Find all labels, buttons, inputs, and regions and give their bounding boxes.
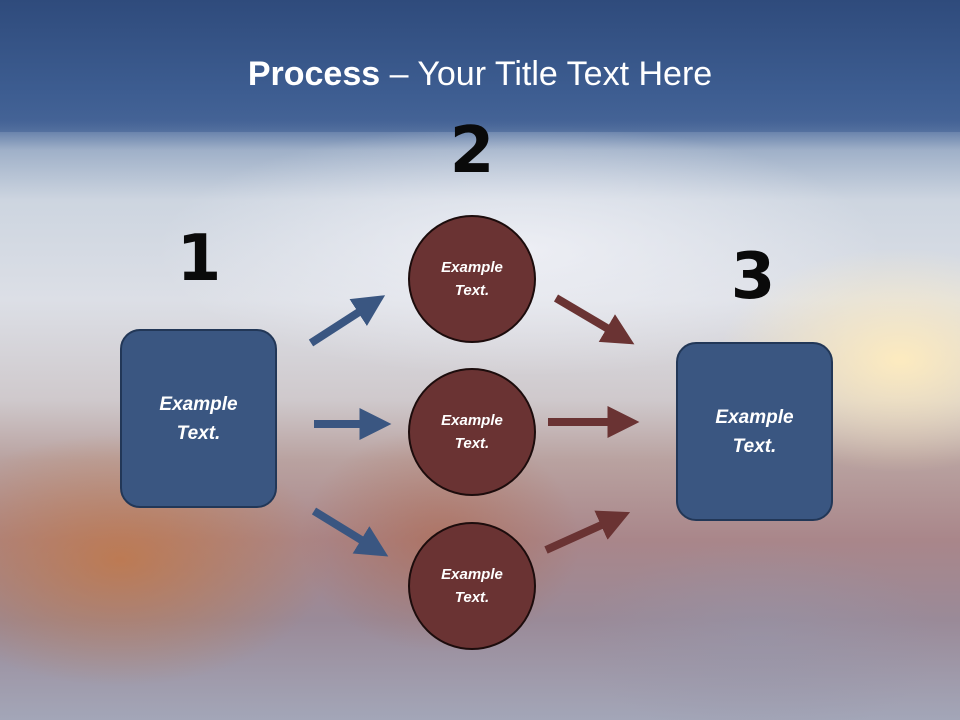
left-box: Example Text.	[120, 329, 277, 508]
title-bold: Process	[247, 55, 381, 93]
step-number-2: 2	[449, 114, 495, 188]
arrow-circle-bottom-to-box3	[544, 510, 631, 554]
title-band	[0, 0, 960, 132]
title-rest: – Your Title Text Here	[380, 55, 713, 93]
step-number-3: 3	[730, 240, 776, 314]
circle-middle: Example Text.	[408, 368, 536, 496]
right-box: Example Text.	[676, 342, 833, 521]
circle-top: Example Text.	[408, 215, 536, 343]
arrow-box1-to-circle-top	[308, 295, 386, 347]
circle-bottom: Example Text.	[408, 522, 536, 650]
step-number-1: 1	[176, 222, 222, 296]
arrow-box1-to-circle-bottom	[311, 507, 389, 557]
arrow-circle-top-to-box3	[553, 294, 635, 345]
slide-title: Process – Your Title Text Here	[0, 54, 960, 94]
